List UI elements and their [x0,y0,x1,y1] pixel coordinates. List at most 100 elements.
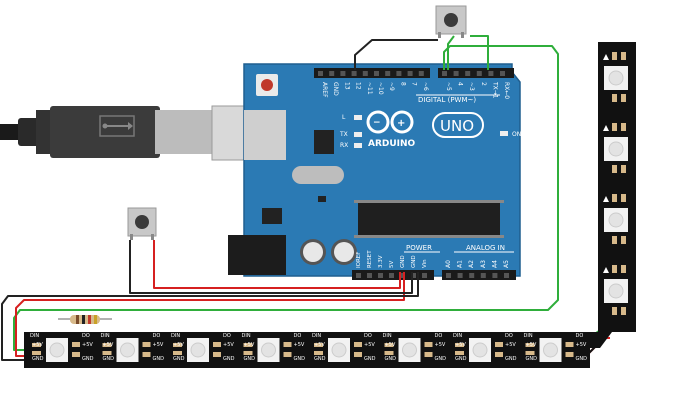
strip-pin-label: DIN [171,333,180,339]
header-hole[interactable] [396,71,402,76]
strip-pin-label: +5V [435,342,446,348]
header-hole[interactable] [504,273,509,278]
led-label-rx: RX [340,142,348,149]
header-hole[interactable] [356,273,361,278]
resistor[interactable] [58,315,112,324]
digital-header-label: DIGITAL (PWM~) [418,96,476,104]
header-hole[interactable] [418,71,424,76]
wire-gnd-to-strip[interactable] [1,272,419,361]
strip-pin-label: GND [294,356,306,362]
header-hole[interactable] [488,71,494,76]
header-hole[interactable] [329,71,335,76]
wire-gnd-to-left-button[interactable] [129,240,413,294]
strip-corner-connector [590,318,612,348]
strip-pin-label: GND [364,356,376,362]
analog-pin-label: A5 [503,260,510,268]
strip-pin-label: DIN [383,333,392,339]
analog-pin-label: A3 [480,260,487,268]
header-hole[interactable] [389,273,394,278]
strip-pin-label: GND [526,356,538,362]
wire-gnd-to-top-button[interactable] [354,39,438,70]
strip-pin-label: +5V [455,342,466,348]
arduino-infinity-icon: − + [366,110,414,134]
atmega-chip [358,203,500,235]
header-hole[interactable] [457,273,463,278]
header-hole[interactable] [465,71,471,76]
led-label-l: L [342,114,346,121]
strip-pin-label: DO [153,333,161,339]
digital-pin-label: 7 [411,82,418,86]
led-strip-vertical [598,42,636,332]
strip-pin-label: DO [294,333,302,339]
header-hole[interactable] [351,71,357,76]
uno-badge [432,112,484,138]
header-hole[interactable] [400,273,405,278]
strip-pin-label: DO [223,333,231,339]
header-hole[interactable] [385,71,391,76]
header-hole[interactable] [340,71,346,76]
strip-pin-label: DIN [312,333,321,339]
header-hole[interactable] [476,71,482,76]
header-hole[interactable] [374,71,379,76]
strip-pin-label: +5V [576,342,587,348]
header-hole[interactable] [480,273,486,278]
digital-pin-label: ~6 [422,82,429,91]
power-pin-label: Vin [422,259,428,268]
power-pin-label: GND [400,255,406,268]
strip-pin-label: +5V [32,342,43,348]
header-hole[interactable] [492,273,498,278]
digital-pin-label: ~10 [377,82,384,95]
header-hole[interactable] [362,71,368,76]
svg-text:+: + [397,118,405,129]
header-hole[interactable] [453,71,459,76]
wire-button-to-pin-6[interactable] [447,35,455,70]
power-pin-label: GND [411,255,417,268]
digital-pin-label: ~9 [388,82,395,91]
strip-pin-label: GND [576,356,588,362]
wire-5v-to-left-button[interactable] [153,240,401,289]
pushbutton-left[interactable] [127,207,157,240]
uno-badge-text: UNO [440,117,474,135]
usb-cable [0,105,287,161]
power-pin-label: 5V [389,261,395,268]
digital-header [314,68,430,78]
header-hole[interactable] [411,273,416,278]
analog-pin-label: A1 [457,260,464,268]
header-hole[interactable] [318,71,323,76]
header-hole[interactable] [378,273,383,278]
strip-pin-label: GND [153,356,165,362]
strip-pin-label: DO [82,333,90,339]
strip-pin-label: GND [244,356,256,362]
strip-pin-label: GND [173,356,185,362]
header-hole[interactable] [442,71,447,76]
led-strip-horizontal: DIN +5V GND DO +5V GND DIN +5V GND DO +5V GND DIN +5V… [24,332,590,368]
header-hole[interactable] [469,273,475,278]
arrow-up-icon [603,54,609,60]
strip-pin-label: DO [435,333,443,339]
strip-pin-label: GND [32,356,44,362]
digital-pin-label: 12 [355,82,362,90]
header-hole[interactable] [367,273,372,278]
strip-pin-label: GND [103,356,115,362]
wire-button-to-pin[interactable] [470,35,489,70]
strip-pin-label: +5V [385,342,396,348]
digital-pin-label: TX→1 [491,81,498,99]
digital-pin-label: 13 [343,82,350,90]
header-hole[interactable] [407,71,413,76]
strip-pin-label: GND [223,356,235,362]
strip-pin-label: DO [364,333,372,339]
wire-data-to-vertical-strip[interactable] [13,45,559,351]
strip-pin-label: +5V [314,342,325,348]
dc-jack [228,235,286,275]
header-hole[interactable] [446,273,451,278]
header-hole[interactable] [500,71,505,76]
header-hole[interactable] [422,273,427,278]
power-pin-label: IOREF [356,252,362,268]
pushbutton-top[interactable] [435,5,467,38]
usb-symbol-icon [102,122,133,130]
strip-pin-label: GND [385,356,397,362]
arrow-up-icon [603,196,609,202]
